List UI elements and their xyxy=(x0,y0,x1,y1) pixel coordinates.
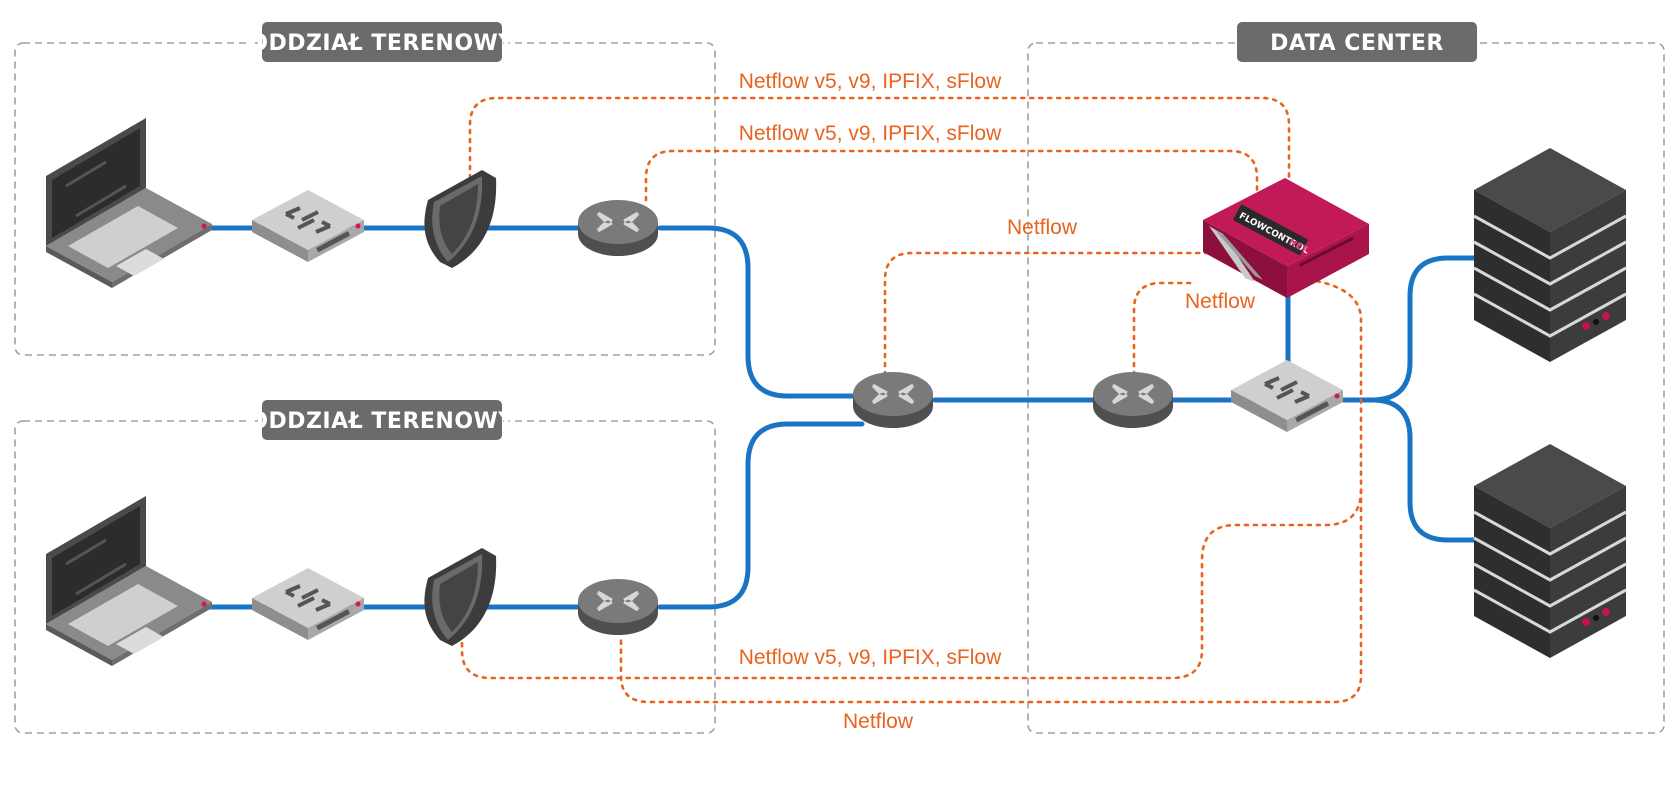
zone-label-branch-top: ODDZIAŁ TERENOWY xyxy=(249,31,515,56)
flow-path-dc-router xyxy=(1132,281,1192,377)
laptop-icon xyxy=(44,116,214,290)
flow-path-bottom-router xyxy=(619,488,1363,704)
flow-path-top-outer xyxy=(468,96,1291,182)
flow-label-dc-router: Netflow xyxy=(1185,290,1256,313)
link-bottom-router-to-core xyxy=(657,421,865,610)
server-rack-icon xyxy=(1472,442,1628,660)
router-icon xyxy=(851,370,935,430)
server-rack-icon xyxy=(1472,146,1628,364)
laptop-icon xyxy=(44,494,214,668)
flow-label-top-outer: Netflow v5, v9, IPFIX, sFlow xyxy=(739,70,1002,93)
flow-label-top-inner: Netflow v5, v9, IPFIX, sFlow xyxy=(739,122,1002,145)
flow-label-bottom-firewall: Netflow v5, v9, IPFIX, sFlow xyxy=(739,646,1002,669)
zone-label-bg-datacenter xyxy=(1237,22,1477,62)
zone-label-branch-bottom: ODDZIAŁ TERENOWY xyxy=(249,409,515,434)
flow-paths xyxy=(460,96,1363,704)
firewall-shield-icon xyxy=(424,170,497,268)
router-icon xyxy=(576,577,660,637)
zone-label-bg-branch-top xyxy=(262,22,502,62)
switch-icon xyxy=(250,566,366,642)
flowcontrol-appliance-icon: FLOWCONTROL NET xyxy=(1203,178,1369,298)
router-icon xyxy=(1091,370,1175,430)
link-top-router-to-core xyxy=(657,225,898,399)
flow-path-bottom-firewall xyxy=(460,276,1363,680)
router-icon xyxy=(576,198,660,258)
link-switch-to-server-bottom xyxy=(1337,397,1478,543)
flow-label-core-router: Netflow xyxy=(1007,216,1078,239)
zone-label-datacenter: DATA CENTER xyxy=(1270,31,1444,56)
switch-icon xyxy=(1229,358,1345,434)
flow-path-core-router xyxy=(883,251,1217,377)
zone-label-bg-branch-bottom xyxy=(262,400,502,440)
flow-label-bottom-router: Netflow xyxy=(843,710,914,733)
firewall-shield-icon xyxy=(424,548,497,646)
switch-icon xyxy=(250,188,366,264)
link-switch-to-server-top xyxy=(1337,255,1478,403)
flow-path-top-inner xyxy=(644,149,1259,202)
